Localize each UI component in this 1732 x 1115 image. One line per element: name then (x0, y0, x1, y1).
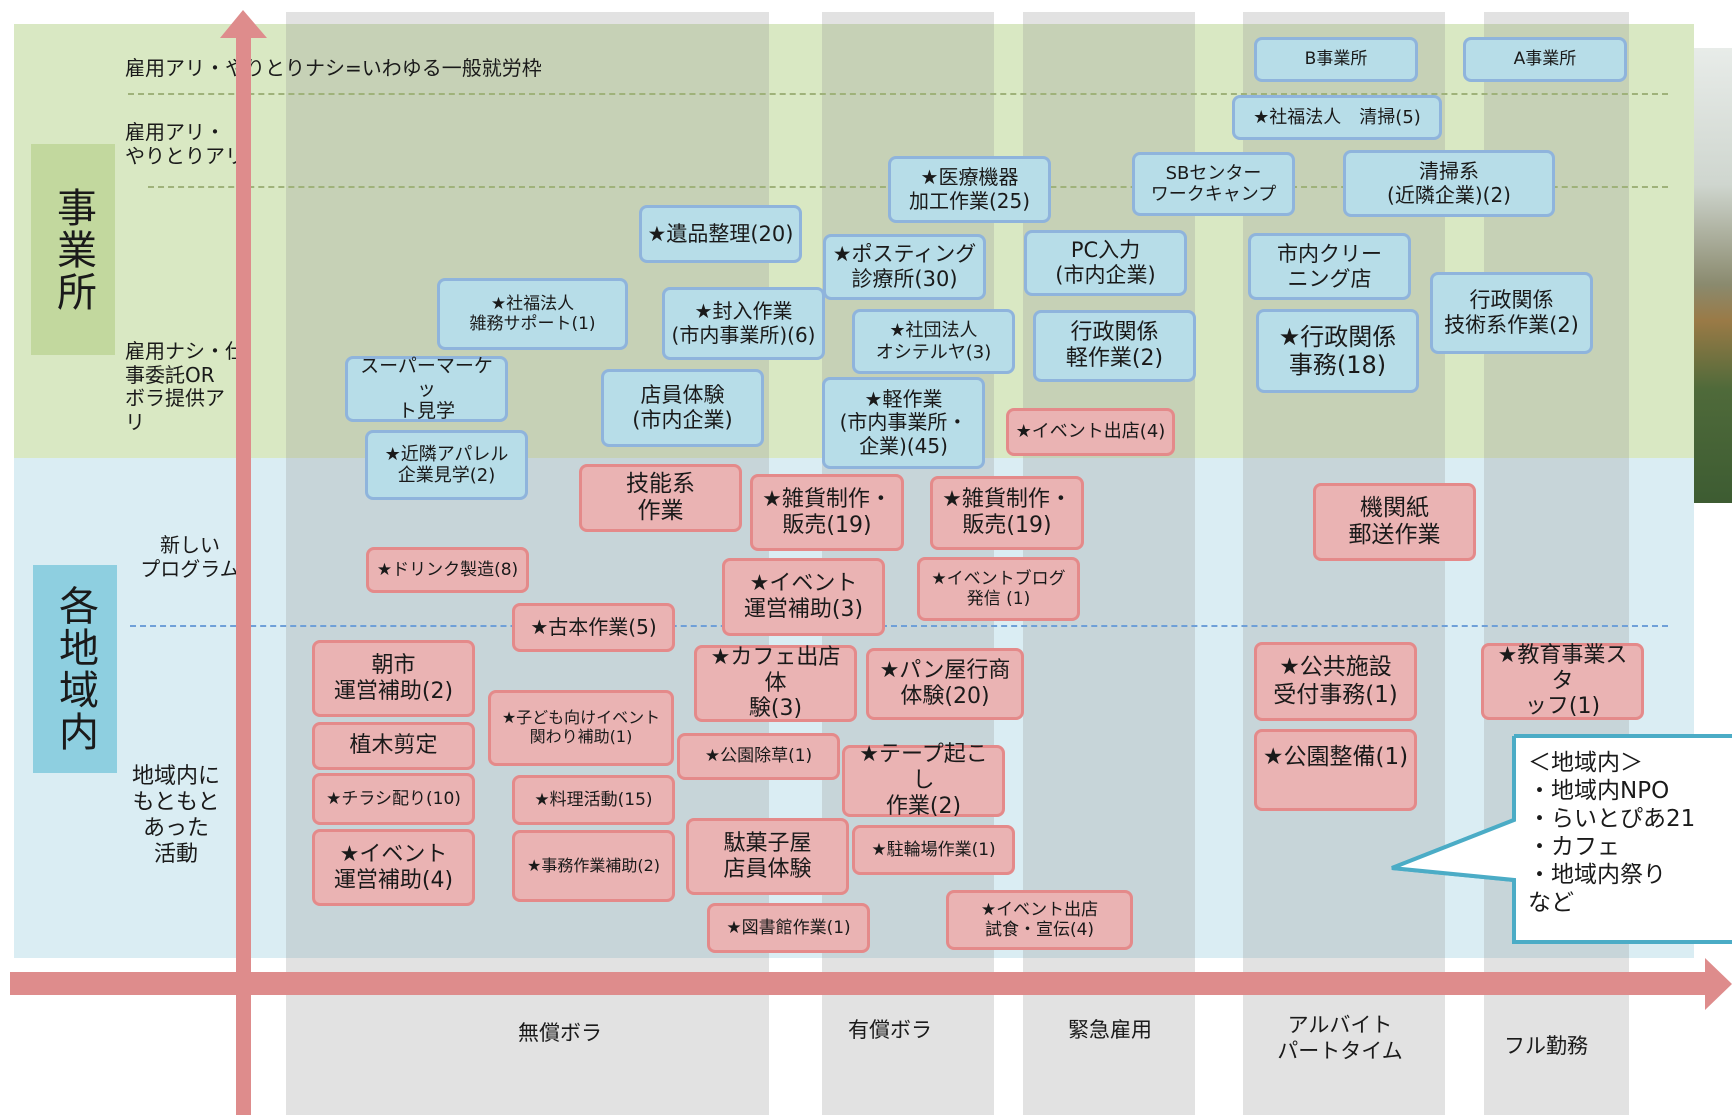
box-education-staff: ★教育事業スタ ッフ(1) (1481, 643, 1644, 720)
box-candy-shop-experience: 駄菓子屋 店員体験 (686, 818, 849, 895)
box-skill-work: 技能系 作業 (579, 464, 742, 532)
box-park-weeding: ★公園除草(1) (677, 733, 840, 780)
vertical-axis-arrow (236, 38, 251, 1115)
column-label-part-time: アルバイト パートタイム (1277, 1013, 1403, 1064)
box-light-work: ★軽作業 (市内事業所・ 企業)(45) (822, 377, 985, 469)
vertical-axis-arrowhead (220, 10, 267, 38)
box-transcription: ★テープ起こし 作業(2) (842, 742, 1005, 819)
box-cafe-experience: ★カフェ出店体 験(3) (694, 645, 857, 722)
box-event-sampling: ★イベント出店 試食・宣伝(4) (946, 890, 1133, 950)
box-public-facility-reception: ★公共施設 受付事務(1) (1254, 642, 1417, 721)
box-bakery-peddling: ★パン屋行商 体験(20) (866, 648, 1024, 720)
callout-bubble (1391, 734, 1732, 944)
box-social-welfare-support: ★社福法人 雑務サポート(1) (437, 278, 628, 350)
box-newsletter-mailing: 機関紙 郵送作業 (1313, 483, 1476, 561)
column-label-unpaid-volunteer: 無償ボラ (518, 1021, 602, 1045)
box-social-welfare-cleaning: ★社福法人 清掃(5) (1232, 95, 1442, 140)
box-park-maintenance: ★公園整備(1) (1254, 729, 1417, 811)
box-drink-production: ★ドリンク製造(8) (366, 547, 529, 593)
box-government-office-work: ★行政関係 事務(18) (1256, 309, 1419, 393)
box-goods-production-1: ★雑貨制作・ 販売(19) (750, 474, 904, 551)
box-supermarket-tour: スーパーマーケッ ト見学 (345, 355, 508, 422)
column-label-emergency-employment: 緊急雇用 (1068, 1018, 1152, 1042)
box-shop-clerk-experience: 店員体験 (市内企業) (601, 369, 764, 447)
column-label-paid-volunteer: 有償ボラ (848, 1018, 932, 1042)
box-bicycle-parking: ★駐輪場作業(1) (852, 825, 1015, 875)
box-apparel-company-tour: ★近隣アパレル 企業見学(2) (365, 430, 528, 500)
office-vertical-label: 事業所 (31, 144, 115, 355)
box-morning-market: 朝市 運営補助(2) (312, 640, 475, 717)
horizontal-axis-arrowhead (1705, 958, 1732, 1010)
box-enclosing-work: ★封入作業 (市内事業所)(6) (662, 287, 825, 360)
box-pc-input: PC入力 (市内企業) (1024, 230, 1187, 296)
box-children-event-support: ★子ども向けイベント 関わり補助(1) (488, 690, 674, 766)
row-label-employment-interaction: 雇用アリ・ やりとりアリ (125, 120, 245, 168)
separator-general-employment (128, 93, 1668, 95)
box-city-cleaning-shop: 市内クリー ニング店 (1248, 233, 1411, 300)
row-label-existing-activity: 地域内に もともと あった 活動 (131, 764, 220, 867)
box-estate-cleanup: ★遺品整理(20) (639, 205, 802, 263)
box-sb-center-workcamp: SBセンター ワークキャンプ (1132, 152, 1295, 216)
box-government-technical: 行政関係 技術系作業(2) (1430, 272, 1593, 354)
box-a-office: A事業所 (1463, 37, 1627, 82)
horizontal-axis-arrow (10, 972, 1705, 995)
photo-fragment (1694, 48, 1732, 503)
box-flyer-distribution: ★チラシ配り(10) (312, 773, 475, 825)
box-cleaning-nearby-companies: 清掃系 (近隣企業)(2) (1343, 150, 1555, 217)
box-office-work-support: ★事務作業補助(2) (512, 830, 675, 902)
box-library-work: ★図書館作業(1) (707, 903, 870, 953)
box-medical-device-processing: ★医療機器 加工作業(25) (888, 156, 1051, 223)
region-vertical-label: 各地域内 (33, 565, 117, 773)
row-label-new-program: 新しい プログラム (140, 533, 240, 581)
box-b-office: B事業所 (1254, 37, 1418, 82)
box-event-support-3: ★イベント 運営補助(3) (722, 558, 885, 636)
box-used-books: ★古本作業(5) (512, 603, 675, 652)
separator-new-program (130, 625, 1668, 627)
column-label-full-time: フル勤務 (1504, 1034, 1588, 1058)
callout-text: ＜地域内＞ ・地域内NPO ・らいとぴあ21 ・カフェ ・地域内祭り など (1528, 750, 1696, 917)
row-label-general-employment: 雇用アリ・やりとりナシ=いわゆる一般就労枠 (125, 56, 542, 80)
row-label-no-employment: 雇用ナシ・仕 事委託OR ボラ提供ア リ (125, 339, 245, 434)
box-event-support-4: ★イベント 運営補助(4) (312, 829, 475, 906)
box-goods-production-2: ★雑貨制作・ 販売(19) (930, 476, 1084, 550)
box-event-blog: ★イベントブログ 発信 (1) (917, 557, 1080, 621)
box-event-booth: ★イベント出店(4) (1006, 408, 1175, 456)
box-tree-pruning: 植木剪定 (312, 722, 475, 770)
box-government-light-work: 行政関係 軽作業(2) (1033, 310, 1196, 382)
box-cooking-activity: ★料理活動(15) (512, 775, 675, 825)
box-posting-clinic: ★ポスティング 診療所(30) (823, 234, 986, 300)
box-association-oshiteruya: ★社団法人 オシテルヤ(3) (852, 309, 1015, 374)
